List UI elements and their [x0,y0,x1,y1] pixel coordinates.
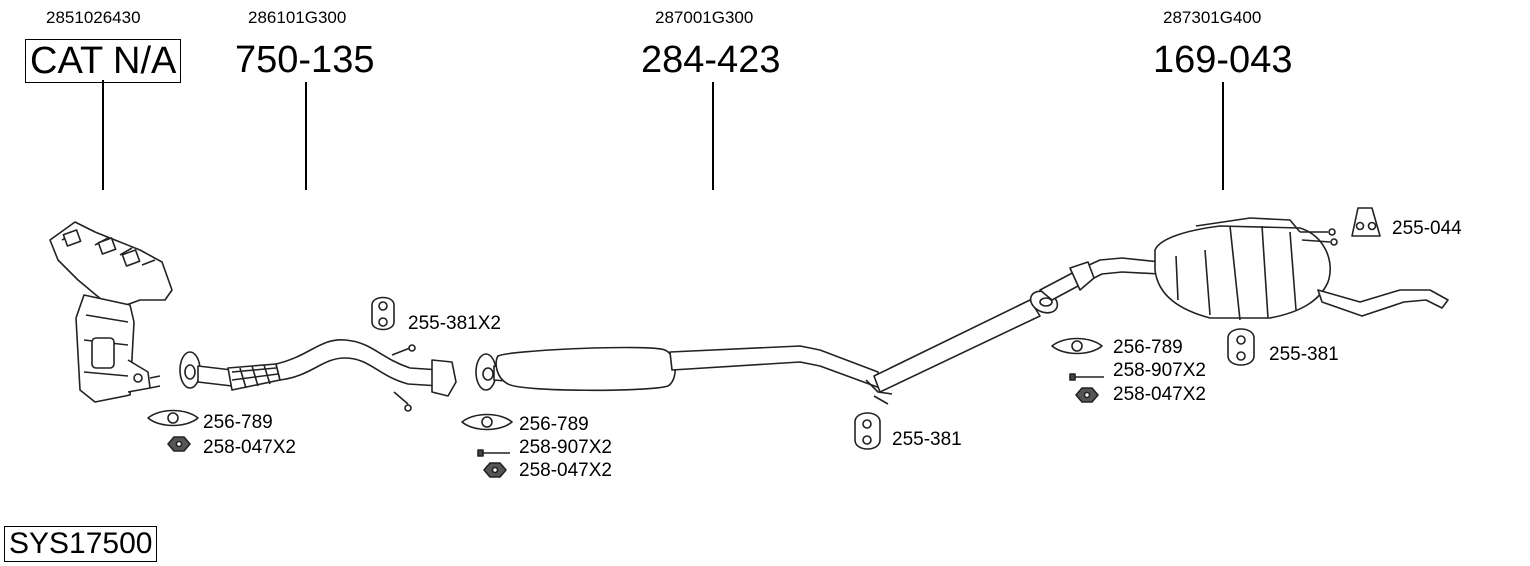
front-pipe [179,339,457,412]
system-code: SYS17500 [4,526,158,562]
catalytic-converter-manifold [49,221,173,403]
callout-hanger-front-pipe[interactable]: 255-381X2 [408,313,501,334]
nut-icon [483,462,507,478]
part-number-front-pipe[interactable]: 750-135 [235,39,375,81]
callout-nut-rear[interactable]: 258-047X2 [1113,384,1206,405]
gasket-icon [461,413,513,431]
rubber-mount-icon [1351,207,1381,237]
callout-bolt-center[interactable]: 258-907X2 [519,437,612,458]
gasket-icon [147,409,199,427]
callout-mount-rear[interactable]: 255-044 [1392,218,1462,239]
part-number-catalyst[interactable]: CAT N/A [25,39,182,83]
callout-bolt-rear[interactable]: 258-907X2 [1113,360,1206,381]
oem-number-catalyst: 2851026430 [46,8,141,27]
leader-line-front-pipe [305,82,307,190]
bolt-icon [477,449,510,457]
callout-hanger-center[interactable]: 255-381 [892,429,962,450]
rubber-hanger-icon [371,296,395,331]
center-silencer [475,299,1041,405]
rear-silencer [1029,217,1449,321]
nut-icon [167,436,191,452]
rubber-hanger-icon [854,412,881,450]
bolt-icon [1069,373,1104,381]
gasket-icon [1051,337,1103,355]
part-number-rear-silencer[interactable]: 169-043 [1153,39,1293,81]
rubber-hanger-icon [1227,328,1255,366]
oem-number-front-pipe: 286101G300 [248,8,347,27]
callout-nut-center[interactable]: 258-047X2 [519,460,612,481]
oem-number-center-silencer: 287001G300 [655,8,754,27]
oem-number-rear-silencer: 287301G400 [1163,8,1262,27]
callout-nut-front[interactable]: 258-047X2 [203,437,296,458]
callout-hanger-rear[interactable]: 255-381 [1269,344,1339,365]
part-number-center-silencer[interactable]: 284-423 [641,39,781,81]
callout-gasket-center[interactable]: 256-789 [519,414,589,435]
leader-line-catalyst [102,80,104,190]
leader-line-center-silencer [712,82,714,190]
callout-gasket-front[interactable]: 256-789 [203,412,273,433]
nut-icon [1075,387,1099,403]
callout-gasket-rear[interactable]: 256-789 [1113,337,1183,358]
leader-line-rear-silencer [1222,82,1224,190]
